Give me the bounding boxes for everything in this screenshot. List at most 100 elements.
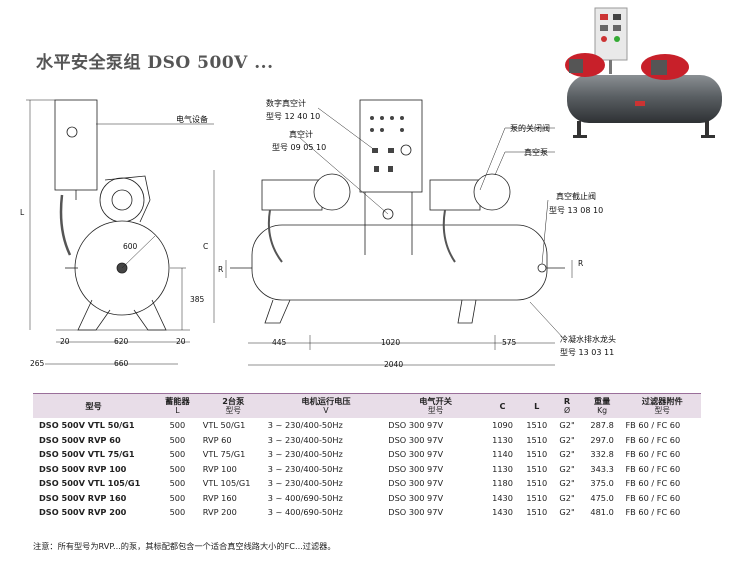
table-cell: FB 60 / FC 60 (625, 449, 681, 459)
dim-445: 445 (272, 338, 287, 347)
table-cell: G2" (559, 463, 575, 474)
table-row: DSO 500V VTL 50/G1 500 VTL 50/G1 3 ~ 230/40… (33, 418, 701, 433)
front-dimensions (213, 170, 573, 366)
table-cell: 287.8 (590, 420, 614, 430)
table-cell: 475.0 (590, 492, 614, 503)
table-cell: FB 60 / FC 60 (625, 463, 681, 474)
table-cell: DSO 500V RVP 100 (39, 463, 127, 474)
dim-20a: 20 (60, 337, 70, 346)
table-cell: DSO 500V VTL 75/G1 (39, 449, 135, 459)
dim-R-right: R (578, 259, 583, 268)
footnote: 注意：所有型号为RVP...的泵，其标配都包含一个适合真空线路大小的FC...过… (33, 541, 336, 551)
dim-R-left: R (218, 265, 223, 274)
table-cell: 1510 (526, 420, 548, 430)
label-drain-tap-model: 型号 13 03 11 (560, 348, 614, 357)
technical-drawing: L 600 385 20 620 20 265 660 电气设备 (20, 98, 616, 369)
dim-265: 265 (30, 359, 45, 368)
table-cell: FB 60 / FC 60 (625, 478, 681, 488)
table-cell: 3 ~ 400/690-50Hz (267, 492, 343, 503)
table-cell: 3 ~ 400/690-50Hz (267, 507, 343, 517)
label-vacuum-gauge: 真空计 (289, 129, 313, 139)
table-cell: 500 (169, 492, 186, 503)
label-pump-shutoff: 泵的关闭阀 (510, 123, 550, 133)
table-cell: VTL 105/G1 (202, 478, 251, 488)
table-cell: 1510 (526, 434, 548, 445)
product-photo (565, 7, 722, 138)
table-cell: 1510 (526, 507, 548, 517)
table-cell: DSO 300 97V (388, 449, 444, 459)
table-cell: DSO 500V VTL 105/G1 (39, 478, 141, 488)
front-tank (251, 224, 548, 301)
table-cell: 3 ~ 230/400-50Hz (267, 478, 343, 488)
table-cell: DSO 500V VTL 50/G1 (39, 420, 135, 430)
table-cell: FB 60 / FC 60 (625, 492, 681, 503)
label-digital-gauge-model: 型号 12 40 10 (266, 112, 320, 121)
label-vacuum-gauge-model: 型号 09 05 10 (272, 143, 326, 152)
table-cell: VTL 50/G1 (202, 420, 246, 430)
table-cell: DSO 500V RVP 200 (39, 507, 127, 517)
label-vacuum-pump: 真空泵 (524, 147, 548, 157)
table-cell: VTL 75/G1 (202, 449, 246, 459)
table-cell: 500 (169, 449, 186, 459)
table-cell: 3 ~ 230/400-50Hz (267, 434, 343, 445)
side-pump-housing (99, 177, 145, 223)
right-motor (429, 179, 481, 211)
table-cell: RVP 100 (202, 463, 237, 474)
dim-620: 620 (114, 337, 129, 346)
table-cell: G2" (559, 507, 575, 517)
table-cell: 3 ~ 230/400-50Hz (267, 463, 343, 474)
table-cell: 500 (169, 463, 186, 474)
left-pump (313, 173, 351, 211)
label-check-valve-model: 型号 13 08 10 (549, 206, 603, 215)
label-drain-tap: 冷凝水排水龙头 (560, 334, 616, 344)
left-motor (261, 179, 323, 211)
table-cell: 1430 (492, 507, 513, 517)
table-cell: FB 60 / FC 60 (625, 434, 681, 445)
table-cell: 500 (169, 420, 186, 430)
table-cell: 1510 (526, 449, 548, 459)
table-cell: 1140 (492, 449, 513, 459)
header-switch: 电气开关型号 (419, 396, 452, 415)
table-cell: FB 60 / FC 60 (625, 420, 681, 430)
dim-385: 385 (190, 295, 205, 304)
dim-L: L (20, 208, 25, 217)
cabinet-indicator (66, 126, 78, 138)
dim-1020: 1020 (381, 338, 400, 347)
label-digital-gauge: 数字真空计 (266, 98, 306, 108)
table-cell: 481.0 (590, 507, 614, 517)
table-cell: G2" (559, 492, 575, 503)
table-cell: 500 (169, 478, 186, 488)
table-cell: 1090 (492, 420, 513, 430)
right-pump (473, 173, 511, 211)
table-cell: 3 ~ 230/400-50Hz (267, 420, 343, 430)
dim-660: 660 (114, 359, 129, 368)
table-cell: 1180 (492, 478, 513, 488)
table-cell: DSO 300 97V (388, 463, 444, 474)
side-dimensions (26, 99, 190, 365)
table-cell: DSO 300 97V (388, 507, 444, 517)
header-model: 型号 (85, 401, 102, 411)
label-electrical: 电气设备 (176, 114, 208, 124)
table-cell: 1130 (492, 463, 513, 474)
table-cell: G2" (559, 478, 575, 488)
table-cell: DSO 500V RVP 60 (39, 434, 121, 445)
dim-2040: 2040 (384, 360, 403, 369)
table-cell: 1130 (492, 434, 513, 445)
table-cell: DSO 300 97V (388, 434, 444, 445)
table-cell: RVP 60 (202, 434, 232, 445)
table-cell: RVP 160 (202, 492, 237, 503)
table-cell: G2" (559, 449, 575, 459)
table-cell: DSO 300 97V (388, 420, 444, 430)
header-L: L (534, 401, 540, 411)
header-pumps: 2台泵型号 (222, 396, 245, 415)
table-cell: 1510 (526, 492, 548, 503)
table-row: DSO 500V VTL 105/G1 500 VTL 105/G1 3 ~ 230/… (33, 476, 701, 491)
table-cell: 332.8 (590, 449, 614, 459)
